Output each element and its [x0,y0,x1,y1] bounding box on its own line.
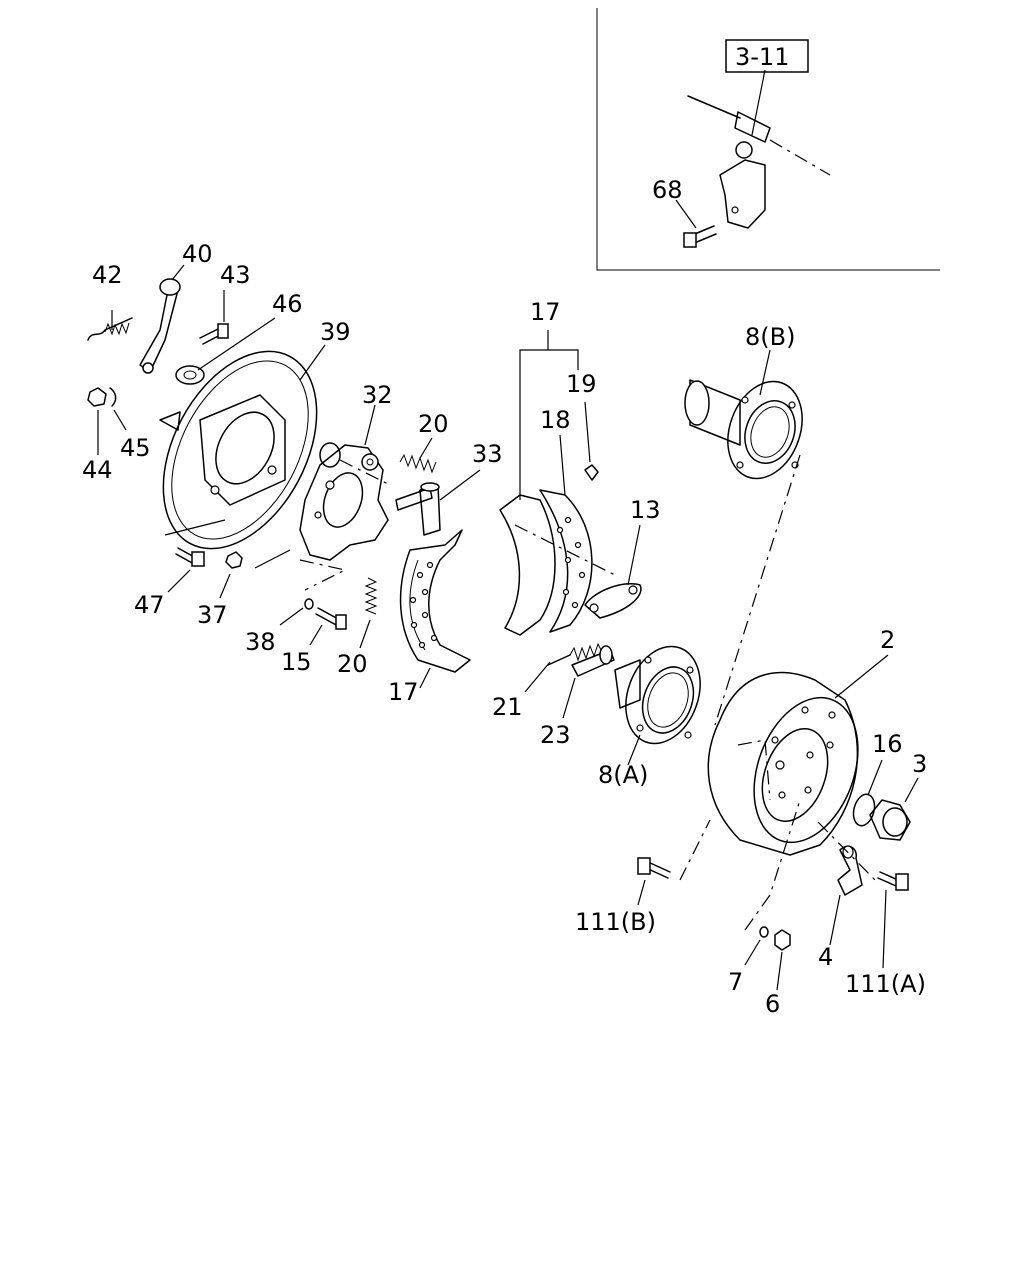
inset-ref-leader [751,69,766,136]
leader-6 [776,951,783,991]
leader-33 [439,469,481,501]
callout-33: 33 [472,440,503,468]
inset-bracket-hole [731,206,739,214]
callout-111a: 111(A) [845,970,926,998]
callout-111b: 111(B) [575,908,656,936]
callout-39: 39 [320,318,351,346]
leader-111a [882,889,887,969]
callout-19: 19 [566,370,597,398]
callout-16: 16 [872,730,903,758]
callout-43: 43 [220,261,251,289]
callout-32: 32 [362,381,393,409]
leader-47 [167,569,191,593]
leader-38 [279,607,304,626]
brake-shoes-upper [499,330,642,636]
nut-and-ring [852,759,919,841]
leader-17a-19-bracket [519,349,579,500]
inset-bracket [719,159,766,229]
leader-16 [867,759,883,796]
leader-20b [359,619,371,649]
clip-and-bolt [817,821,909,969]
callout-7: 7 [728,968,743,996]
callout-45: 45 [120,434,151,462]
inset-cable-fitting [734,111,771,143]
inset-68-leader [675,199,697,229]
callout-8a: 8(A) [598,761,648,789]
flange-8b [684,349,803,480]
callout-38: 38 [245,628,276,656]
inset-ref-box [725,39,809,73]
leader-7 [744,939,761,966]
leader-17b [419,667,431,689]
upper-shoe-holes [556,516,586,609]
callout-21: 21 [492,693,523,721]
leader-plate-47 [164,519,226,536]
leader-plate-37 [254,549,291,569]
callout-15: 15 [281,648,312,676]
leader-39 [299,344,326,381]
callout-4: 4 [818,943,833,971]
inset-bolt-head [683,232,697,248]
callout-37: 37 [197,601,228,629]
leader-23 [562,677,576,719]
callout-46: 46 [272,290,303,318]
inset-panel: 3-11 68 [596,8,940,271]
inset-part-label: 68 [652,176,683,204]
leader-4 [829,894,841,946]
leader-13 [627,524,641,586]
upper-spring-and-pin [395,437,481,536]
callout-42: 42 [92,261,123,289]
callout-23: 23 [540,721,571,749]
leader-40 [171,264,185,281]
leader-3 [904,777,919,803]
axis-line [714,454,801,726]
backing-plate [159,350,318,550]
callout-20-upper: 20 [418,410,449,438]
lower-fasteners [637,799,801,991]
leader-8a [627,734,641,766]
callout-17-lower: 17 [388,678,419,706]
leader-20a [419,437,433,459]
callout-40: 40 [182,240,213,268]
shoe-holes [409,561,438,649]
leader-18 [559,434,566,496]
leader-8b [759,349,771,396]
flange-8a [614,645,701,766]
inset-ref-label: 3-11 [735,43,789,71]
callout-44: 44 [82,456,113,484]
adjuster-parts [524,642,615,719]
callout-47: 47 [134,591,165,619]
brake-drum [707,654,889,856]
inset-cable-right [769,139,831,176]
inset-fitting-ring [735,141,753,159]
leader-19 [584,401,591,463]
lower-small-parts [167,547,378,649]
callout-8b: 8(B) [745,323,795,351]
inset-cable-left [687,95,741,119]
callout-3: 3 [912,750,927,778]
callout-20-lower: 20 [337,650,368,678]
anchor-plate [164,404,391,591]
leader-21 [524,661,551,693]
leader-46 [197,317,276,371]
callout-6: 6 [765,990,780,1018]
leader-37 [219,573,231,599]
callout-18: 18 [540,406,571,434]
leader-2 [834,654,889,699]
leader-15 [309,624,323,646]
lever-assembly [87,264,326,455]
brake-shoe-lower [399,529,471,689]
leader-32 [364,404,376,446]
leader-111b [637,879,646,906]
callout-2: 2 [880,626,895,654]
inset-border [596,8,940,271]
leader-45 [113,409,127,431]
callout-13: 13 [630,496,661,524]
callout-17-upper: 17 [530,298,561,326]
